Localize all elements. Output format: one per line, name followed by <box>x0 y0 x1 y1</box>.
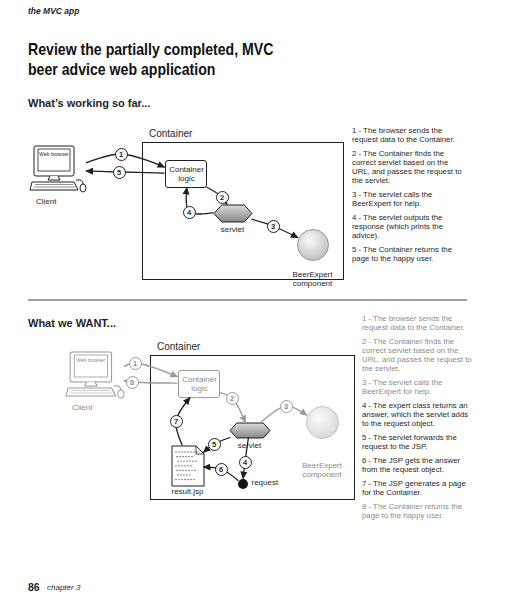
flow-arrow <box>252 219 299 238</box>
step-text: 4 - The expert class returns an answer, … <box>362 401 474 428</box>
screen-text: Web browser <box>74 357 107 363</box>
monitor-screen <box>74 355 107 377</box>
callout-number: 5 <box>113 166 126 179</box>
chapter-label: chapter 3 <box>47 583 80 592</box>
monitor-stand <box>85 382 97 386</box>
callout-number: 2 <box>216 191 229 204</box>
node-label: Container <box>149 128 192 140</box>
sphere-outline <box>306 406 338 438</box>
node-label: servlet <box>202 225 264 234</box>
document-outline <box>172 446 204 486</box>
section-heading: What’s working so far... <box>28 97 150 109</box>
keyboard-keys <box>70 391 112 394</box>
step-text: 6 - The JSP gets the answer from the req… <box>362 456 474 474</box>
step-text: 3 - The servlet calls the BeerExpert for… <box>352 190 468 208</box>
callout-number: 6 <box>215 463 228 476</box>
keyboard-keys <box>34 185 75 188</box>
callout-number: 4 <box>239 456 252 469</box>
step-text: 5 - The servlet forwards the request to … <box>362 433 474 451</box>
node-label: Container logic <box>166 165 208 183</box>
page-number: 86 <box>28 581 40 593</box>
document-fold <box>196 446 204 454</box>
section-divider <box>28 300 467 301</box>
mouse-cord <box>114 386 121 390</box>
flow-arrow <box>204 438 231 453</box>
step-text: 1 - The browser sends the request data t… <box>352 126 468 144</box>
node-label: Client <box>72 403 92 412</box>
callout-number: 3 <box>280 400 293 413</box>
step-text: 8 - The Container returns the page to th… <box>362 502 474 520</box>
monitor-screen <box>38 149 70 171</box>
component-sphere: BeerExpert component <box>306 406 339 439</box>
callout-number: 8 <box>126 376 139 389</box>
process-box: Container logic <box>165 160 207 188</box>
doc-outline <box>172 446 204 486</box>
callout-number: 3 <box>267 220 280 233</box>
callout-number: 5 <box>208 438 221 451</box>
mouse-cord <box>76 180 83 184</box>
keyboard <box>30 182 78 190</box>
step-text: 4 - The servlet outputs the response (wh… <box>352 213 468 240</box>
process-box: Container logic <box>178 370 220 398</box>
node-label: servlet <box>218 441 282 450</box>
client-computer: Web browserClient <box>30 146 86 194</box>
callout-number: 7 <box>170 415 183 428</box>
node-label: Container <box>157 341 200 353</box>
request-object: request <box>238 479 248 489</box>
monitor-case <box>70 352 111 382</box>
step-list: 1 - The browser sends the request data t… <box>352 126 468 268</box>
container-box: ContainerContainer logicservletresult.js… <box>150 355 355 500</box>
client-computer: Web browserClient <box>66 352 124 400</box>
node-label: Container logic <box>179 375 221 393</box>
monitor-stand <box>48 176 60 180</box>
jsp-document: result.jsp <box>172 446 204 486</box>
step-text: 2 - The Container finds the correct serv… <box>352 149 468 185</box>
node-label: Client <box>36 197 56 206</box>
step-list: 1 - The browser sends the request data t… <box>362 314 474 525</box>
callout-number: 1 <box>115 148 128 161</box>
container-box: ContainerContainer logicservletBeerExper… <box>142 142 344 280</box>
running-head: the MVC app <box>28 6 79 16</box>
hex-outline <box>214 205 252 222</box>
connector-group <box>86 154 307 481</box>
hexagon-outline <box>214 205 252 222</box>
sphere-outline <box>297 229 329 261</box>
sphere-outline <box>306 406 339 439</box>
callout-number: 4 <box>183 206 196 219</box>
step-text: 2 - The Container finds the correct serv… <box>362 337 474 373</box>
sphere-outline <box>297 229 328 260</box>
step-text: 3 - The servlet calls the BeerExpert for… <box>362 378 474 396</box>
step-text: 1 - The browser sends the request data t… <box>362 314 474 332</box>
page-title: Review the partially completed, MVC beer… <box>28 40 289 80</box>
hex-outline <box>230 423 270 438</box>
section-heading: What we WANT... <box>28 317 116 329</box>
hexagon-outline <box>230 423 270 438</box>
servlet-hexagon: servlet <box>214 205 252 222</box>
step-text: 5 - The Container returns the page to th… <box>352 245 468 263</box>
monitor-case <box>34 146 74 176</box>
servlet-hexagon: servlet <box>230 423 270 438</box>
node-label: BeerExpert component <box>283 270 343 288</box>
callout-number: 2 <box>226 392 239 405</box>
dot-shape <box>238 479 248 489</box>
document-scribble <box>175 452 198 480</box>
dot-outline <box>238 479 248 489</box>
mouse <box>80 184 86 192</box>
mouse <box>118 390 124 398</box>
node-label: result.jsp <box>160 487 216 496</box>
screen-text: Web browser <box>38 151 70 157</box>
callout-number: 1 <box>129 357 142 370</box>
component-sphere: BeerExpert component <box>297 229 329 261</box>
node-label: request <box>252 478 279 487</box>
keyboard <box>66 388 116 396</box>
node-label: BeerExpert component <box>292 461 353 479</box>
step-text: 7 - The JSP generates a page for the Con… <box>362 479 474 497</box>
